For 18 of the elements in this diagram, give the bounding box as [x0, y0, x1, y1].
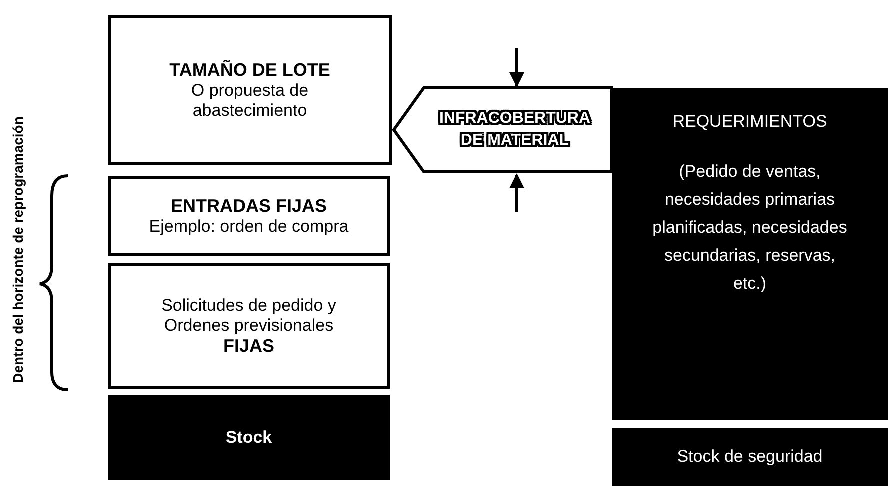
dark-box [612, 88, 888, 420]
stack-box [108, 263, 390, 389]
heading: REQUERIMIENTOS [672, 111, 828, 133]
label-text: INFRACOBERTURA DE MATERIAL [438, 108, 593, 151]
body-text: Ejemplo: orden de compra [149, 216, 349, 236]
heading: ENTRADAS FIJAS [170, 196, 327, 216]
body-text: O propuesta de abastecimiento [190, 80, 310, 120]
body-text: (Pedido de ventas, necesidades primarias planificadas, necesidades secundarias, reservas, etc.) [652, 161, 848, 295]
brace-label: Dentro del horizonte de reprogramación [10, 116, 26, 384]
heading: TAMAÑO DE LOTE [170, 60, 330, 80]
emphasis-text: FIJAS [223, 336, 274, 356]
label-text: Stock de seguridad [677, 447, 823, 467]
dark-box [612, 428, 888, 486]
callout-band [392, 86, 614, 174]
dark-box [108, 395, 390, 480]
label-text: Stock [226, 428, 272, 448]
body-text: Solicitudes de pedido y Ordenes previsionales [160, 296, 338, 336]
stack-box [108, 176, 390, 256]
